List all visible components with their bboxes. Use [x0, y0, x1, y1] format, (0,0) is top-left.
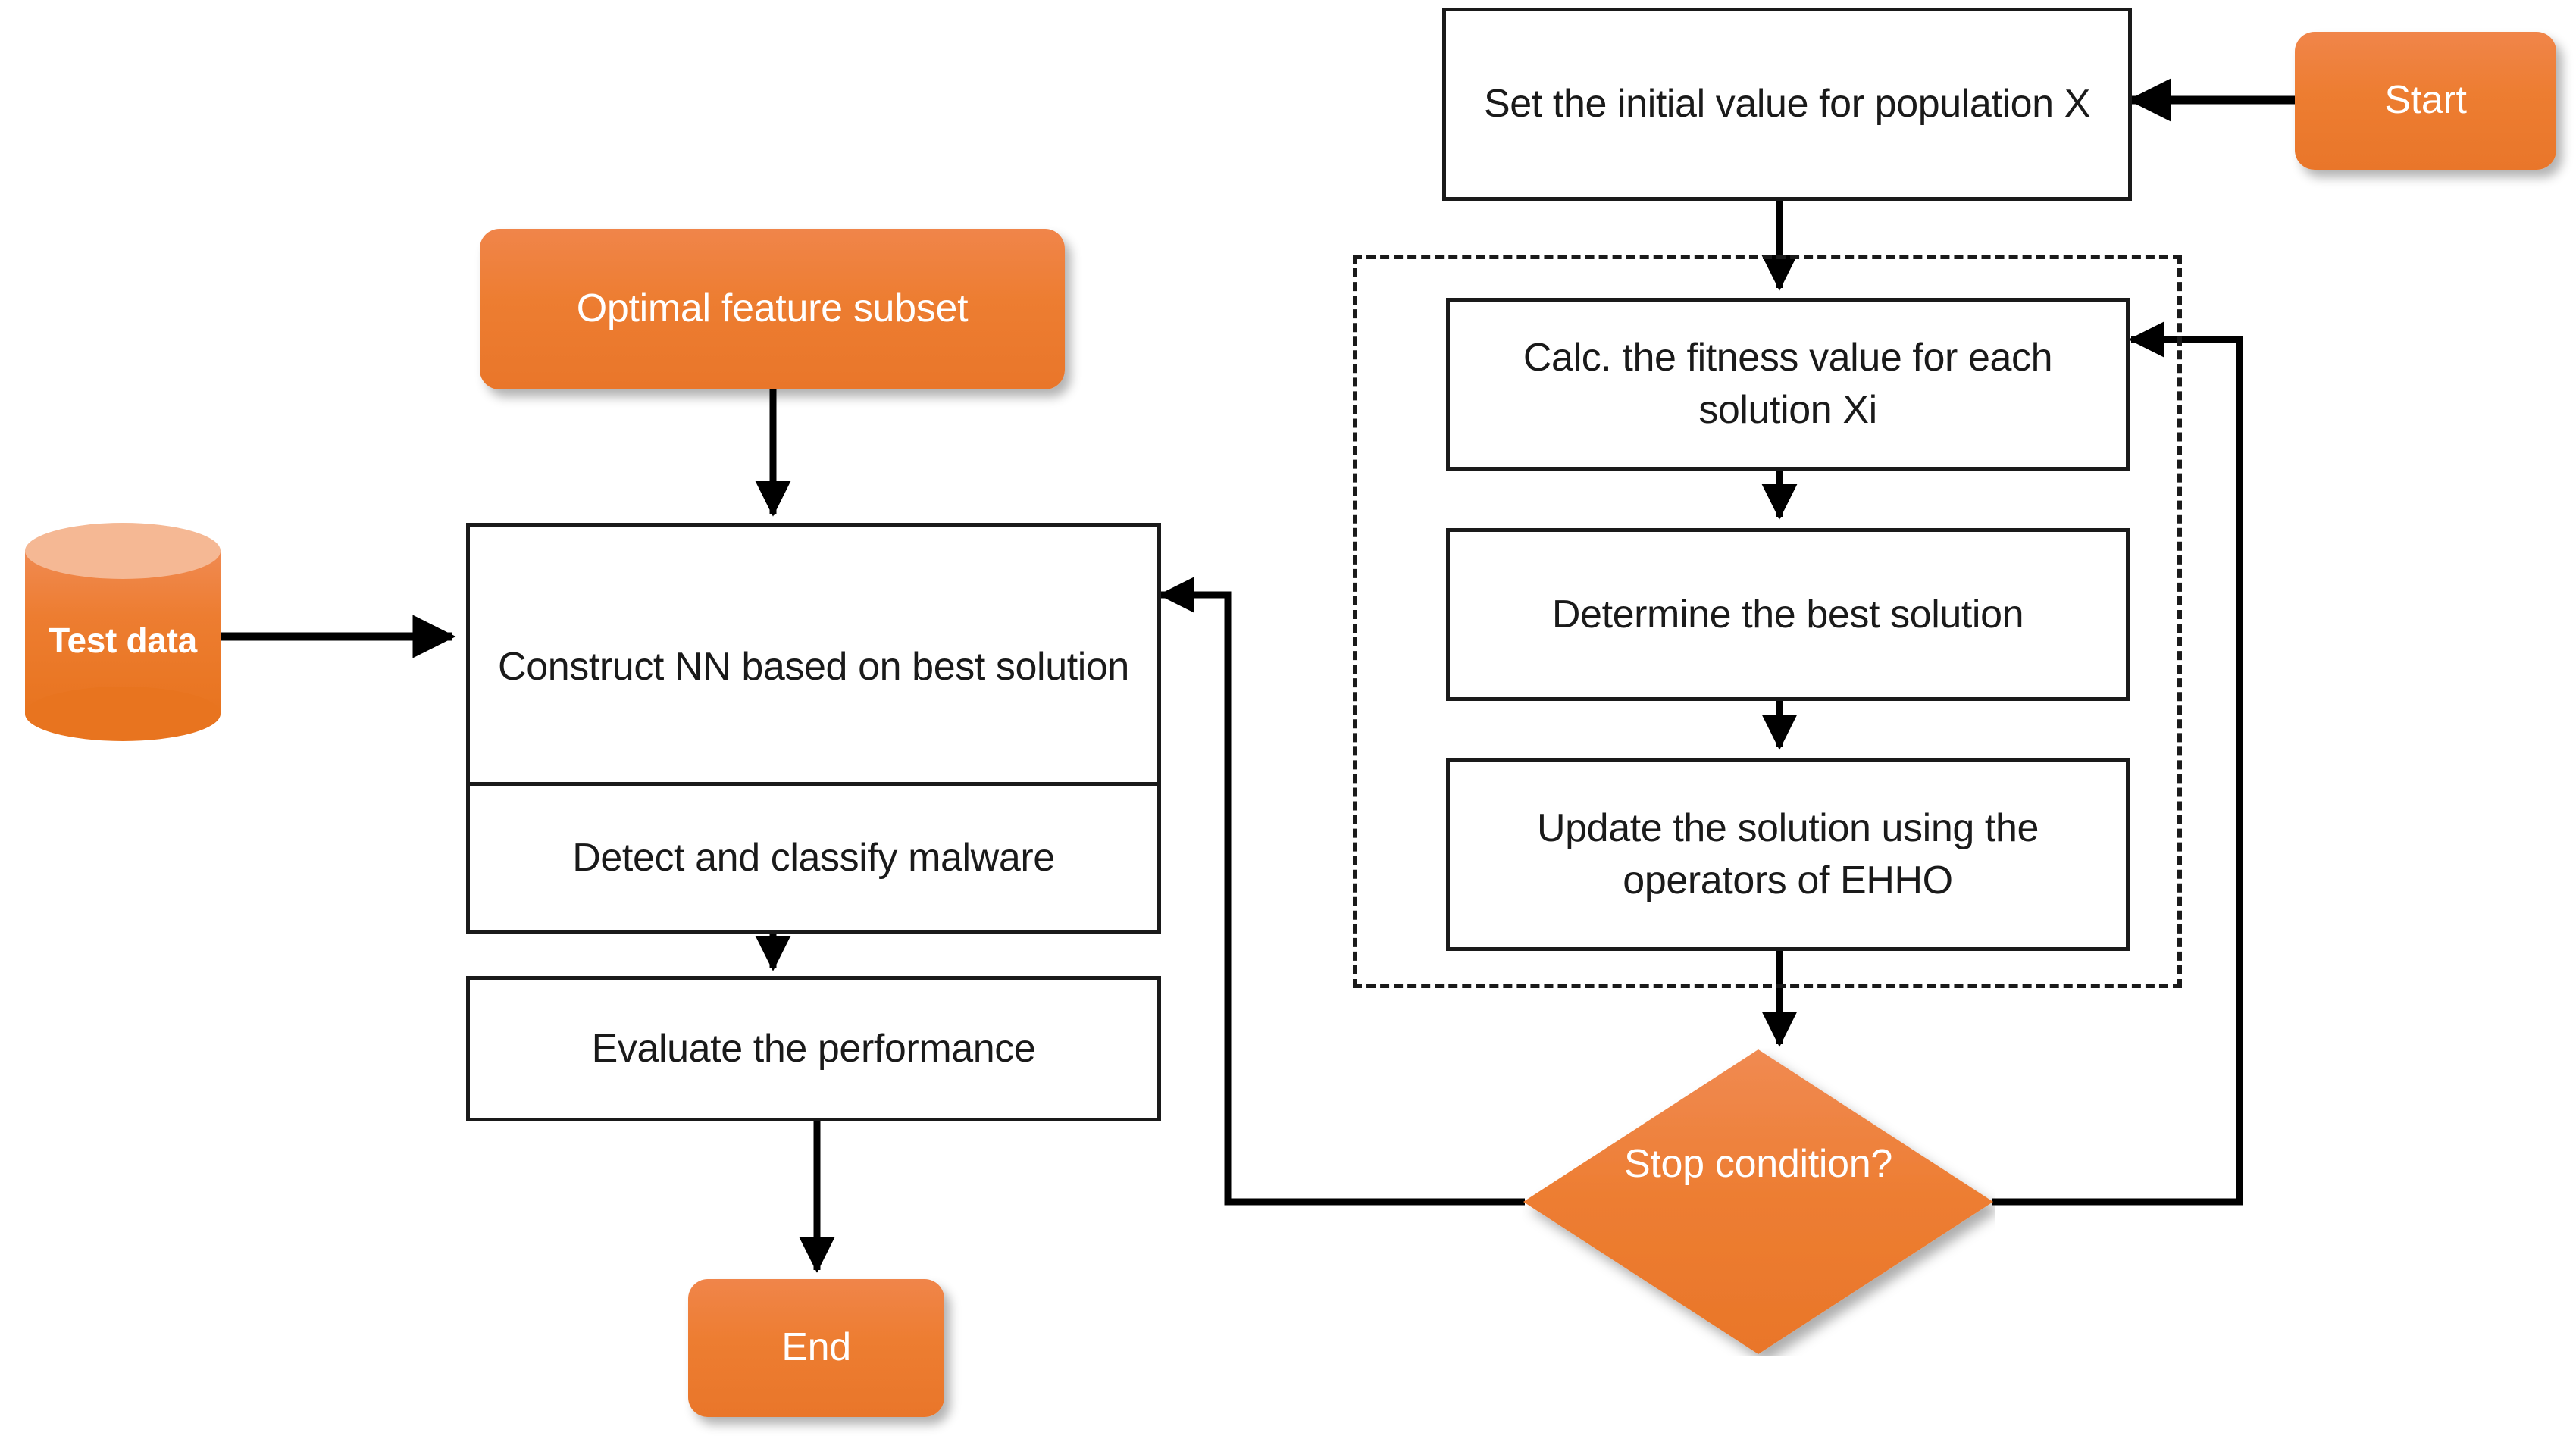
- node-determine-best-label: Determine the best solution: [1551, 592, 2024, 637]
- node-construct-nn-label: Construct NN based on best solution: [498, 644, 1129, 689]
- node-set-initial-label: Set the initial value for population X: [1484, 82, 2090, 127]
- node-update-solution-label: Update the solution using the operators …: [1537, 805, 2039, 902]
- node-detect-classify-label: Detect and classify malware: [572, 835, 1055, 880]
- node-set-initial[interactable]: Set the initial value for population X: [1442, 8, 2132, 201]
- node-test-data[interactable]: Test data: [25, 523, 221, 741]
- node-detect-classify[interactable]: Detect and classify malware: [466, 782, 1161, 934]
- node-start-label: Start: [2384, 78, 2467, 123]
- node-calc-fitness[interactable]: Calc. the fitness value for each solutio…: [1446, 298, 2130, 471]
- edge-stop-condition-to-construct-nn: [1158, 577, 1525, 1206]
- node-start[interactable]: Start: [2295, 32, 2556, 170]
- node-construct-nn[interactable]: Construct NN based on best solution: [466, 523, 1161, 811]
- node-calc-fitness-label: Calc. the fitness value for each solutio…: [1523, 336, 2053, 432]
- node-optimal-subset-label: Optimal feature subset: [576, 286, 969, 331]
- node-determine-best[interactable]: Determine the best solution: [1446, 528, 2130, 701]
- node-evaluate[interactable]: Evaluate the performance: [466, 976, 1161, 1121]
- diamond-shape: [1523, 1049, 1993, 1354]
- node-end[interactable]: End: [688, 1279, 944, 1417]
- cylinder-top-ellipse: [25, 523, 221, 579]
- node-evaluate-label: Evaluate the performance: [591, 1026, 1036, 1071]
- edge-stop-condition-to-calc-fitness-feedback: [1992, 321, 2243, 1206]
- node-update-solution[interactable]: Update the solution using the operators …: [1446, 758, 2130, 951]
- node-test-data-label: Test data: [49, 621, 197, 660]
- node-stop-condition[interactable]: Stop condition?: [1522, 1048, 1995, 1356]
- node-end-label: End: [781, 1325, 851, 1370]
- cylinder-bottom-cap: [25, 687, 221, 741]
- node-optimal-subset[interactable]: Optimal feature subset: [480, 229, 1065, 389]
